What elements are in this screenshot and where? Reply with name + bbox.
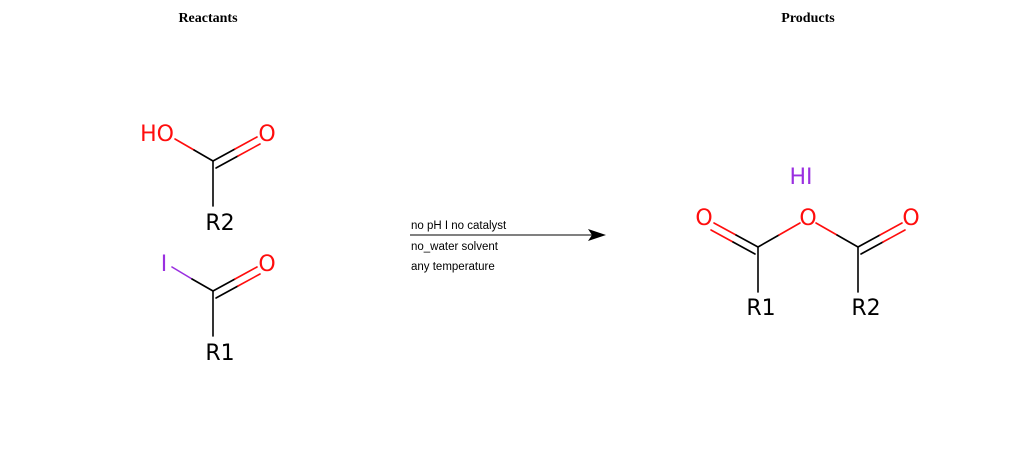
acyl-c-o-double-bond-2b — [237, 273, 261, 287]
anhydride-bridge-oxygen-label: O — [799, 206, 816, 231]
carboxylic-acid-molecule: HO O R2 — [140, 122, 276, 236]
condition-solvent: no_water solvent — [411, 241, 499, 253]
acid-c-o-double-bond-2b — [237, 143, 261, 157]
anhydride-left-oxygen-label: O — [695, 206, 712, 231]
acyl-c-o-double-bond-1a — [212, 278, 236, 292]
reaction-arrow-head-icon — [588, 229, 606, 241]
anhydride-r1-label: R1 — [746, 296, 775, 321]
products-header: Products — [781, 11, 835, 26]
anhydride-right-oxygen-label: O — [902, 206, 919, 231]
acid-hydroxyl-label: HO — [140, 122, 174, 147]
acyl-c-i-bond-c-half — [191, 278, 214, 292]
acyl-c-o-double-bond-1b — [234, 266, 258, 280]
acid-c-o-double-bond-1b — [234, 136, 258, 150]
anhydride-left-co-double-2b — [732, 241, 756, 255]
anhydride-right-co-double-1b — [879, 222, 903, 236]
anhydride-right-c-o-bond-o-half — [815, 222, 838, 236]
acyl-c-i-bond-i-half — [171, 266, 193, 280]
acid-c-o-double-bond-1a — [212, 148, 236, 162]
anhydride-left-c-o-bond-c-half — [757, 234, 780, 248]
acid-c-oh-bond-o-half — [174, 138, 195, 151]
condition-ph-catalyst: no pH I no catalyst — [411, 220, 507, 232]
acyl-c-o-double-bond-2a — [215, 285, 239, 299]
anhydride-right-co-double-1a — [857, 234, 881, 248]
acid-c-o-double-bond-2a — [215, 155, 239, 169]
anhydride-left-co-double-2a — [710, 229, 734, 243]
reactants-header: Reactants — [178, 11, 238, 26]
acyl-iodide-molecule: I O R1 — [161, 252, 276, 366]
anhydride-left-co-double-1a — [713, 222, 737, 236]
anhydride-left-co-double-1b — [735, 234, 759, 248]
product-hi-label: HI — [789, 165, 812, 190]
reaction-arrow-group: no pH I no catalyst no_water solvent any… — [410, 220, 606, 273]
anhydride-right-co-double-2a — [860, 241, 884, 255]
acyl-carbonyl-oxygen-label: O — [258, 252, 275, 277]
anhydride-r2-label: R2 — [851, 296, 880, 321]
condition-temperature: any temperature — [411, 261, 495, 273]
anhydride-left-c-o-bond-o-half — [778, 222, 801, 236]
acid-r2-label: R2 — [205, 211, 234, 236]
anhydride-right-c-o-bond-c-half — [836, 234, 859, 248]
acid-c-oh-bond-c-half — [193, 149, 214, 162]
anhydride-right-co-double-2b — [882, 229, 906, 243]
acyl-iodine-label: I — [161, 252, 168, 277]
anhydride-molecule: O O O R1 R2 — [695, 206, 919, 321]
acyl-r1-label: R1 — [205, 341, 234, 366]
acid-carbonyl-oxygen-label: O — [258, 122, 275, 147]
